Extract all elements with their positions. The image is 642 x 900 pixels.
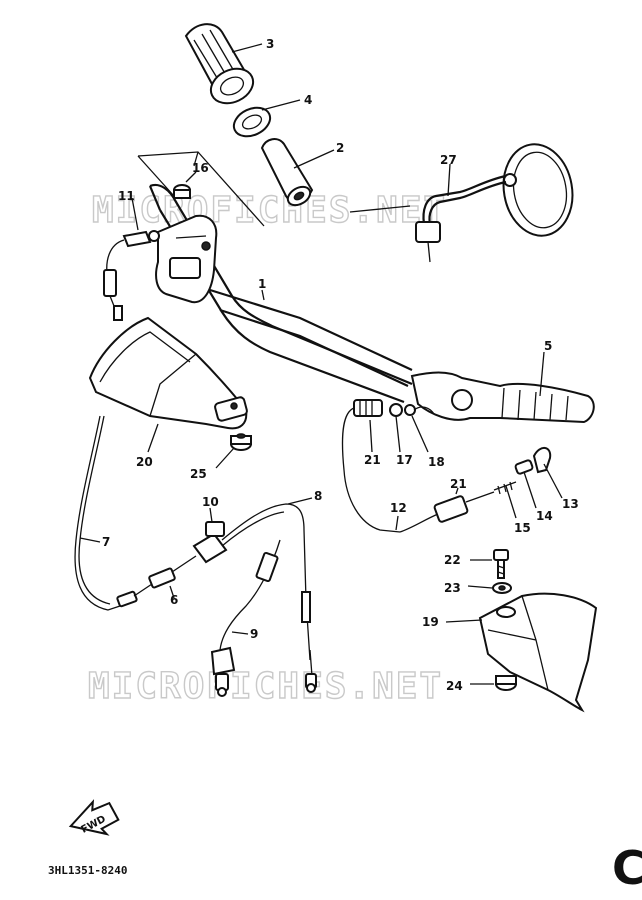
watermark-top: MICROFICHES.NET xyxy=(92,190,447,231)
washer-part-4 xyxy=(232,106,272,138)
grip-part-3 xyxy=(184,23,255,105)
callout-7: 7 xyxy=(102,535,110,549)
handguard-part-20 xyxy=(88,316,248,430)
cable-fitting-part-11 xyxy=(103,230,160,321)
clip-parts-13-14 xyxy=(514,447,552,475)
right-grip-part-5 xyxy=(410,371,595,424)
callout-24: 24 xyxy=(446,679,463,693)
handlebar-part-1 xyxy=(148,183,413,404)
callout-6: 6 xyxy=(170,593,178,607)
watermark-bottom: MICROFICHES.NET xyxy=(88,666,443,707)
callout-12: 12 xyxy=(390,501,407,515)
cap-part-16 xyxy=(173,184,191,199)
callout-23: 23 xyxy=(444,581,461,595)
callout-11: 11 xyxy=(118,189,135,203)
callout-4: 4 xyxy=(304,93,312,107)
throttle-housing xyxy=(155,214,218,304)
washer-part-23 xyxy=(492,582,512,594)
nut-part-24 xyxy=(495,675,517,691)
cable-part-8 xyxy=(305,649,317,693)
callout-18: 18 xyxy=(428,455,445,469)
callout-17: 17 xyxy=(396,453,413,467)
callout-19: 19 xyxy=(422,615,439,629)
fwd-arrow-icon: FWD xyxy=(68,799,120,836)
junction-part-10 xyxy=(192,503,311,661)
callout-21-upper: 21 xyxy=(364,453,381,467)
callout-2: 2 xyxy=(336,141,344,155)
callout-20: 20 xyxy=(136,455,153,469)
callout-13: 13 xyxy=(562,497,579,511)
mirror-part-27 xyxy=(349,143,574,263)
nut-part-25 xyxy=(230,433,252,451)
callout-8: 8 xyxy=(314,489,322,503)
cable-part-12 xyxy=(399,481,517,533)
callout-9: 9 xyxy=(250,627,258,641)
cable-part-9 xyxy=(210,539,281,697)
cable-adjuster-assembly xyxy=(341,399,435,533)
callout-21-lower: 21 xyxy=(450,477,467,491)
callout-16: 16 xyxy=(192,161,209,175)
callout-22: 22 xyxy=(444,553,461,567)
callout-15: 15 xyxy=(514,521,531,535)
handguard-part-19 xyxy=(478,592,598,713)
bolt-part-22 xyxy=(493,549,509,579)
callout-1: 1 xyxy=(258,277,266,291)
callout-14: 14 xyxy=(536,509,553,523)
leader-lines xyxy=(79,43,563,685)
cable-part-6 xyxy=(133,555,197,597)
cable-part-7 xyxy=(74,415,138,611)
throttle-tube-part-2 xyxy=(260,138,314,207)
part-code: 3HL1351-8240 xyxy=(48,864,127,877)
callout-5: 5 xyxy=(544,339,552,353)
callout-10: 10 xyxy=(202,495,219,509)
callout-27: 27 xyxy=(440,153,457,167)
corner-letter: C xyxy=(612,841,642,895)
callout-3: 3 xyxy=(266,37,274,51)
callout-25: 25 xyxy=(190,467,207,481)
